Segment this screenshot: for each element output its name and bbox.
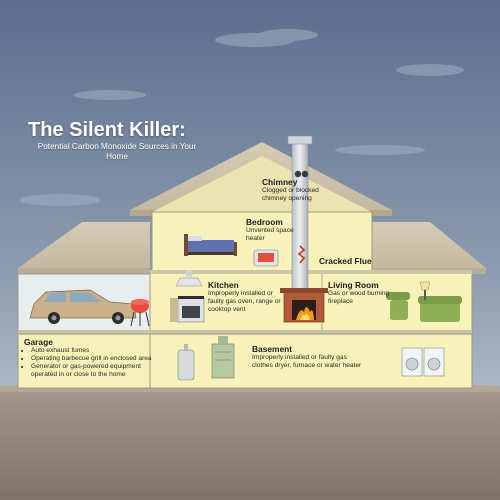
label-body: Improperly installed or faulty gas cloth… <box>252 354 362 369</box>
label-body: Clogged or blocked chimney opening <box>262 187 319 202</box>
label-heading: Chimney <box>262 177 298 187</box>
list-item: Operating barbecue grill in enclosed are… <box>31 355 152 363</box>
label-living-room: Living Room Gas or wood burning fireplac… <box>328 280 398 306</box>
label-heading: Bedroom <box>246 217 283 227</box>
label-heading: Garage <box>24 337 53 347</box>
label-garage: Garage Auto exhaust fumes Operating barb… <box>24 337 152 379</box>
flue-crack <box>297 245 306 264</box>
lamp <box>419 281 431 300</box>
label-basement: Basement Improperly installed or faulty … <box>252 344 364 370</box>
label-chimney: Chimney Clogged or blocked chimney openi… <box>262 177 342 203</box>
label-body: Unvented space heater <box>246 227 294 242</box>
garage-sources-list: Auto exhaust fumes Operating barbecue gr… <box>24 347 152 379</box>
bed <box>184 234 237 256</box>
sofa <box>386 292 462 322</box>
label-kitchen: Kitchen Improperly installed or faulty g… <box>208 280 286 314</box>
label-heading: Living Room <box>328 280 379 290</box>
label-body: Gas or wood burning fireplace <box>328 290 390 305</box>
list-item: Auto exhaust fumes <box>31 347 152 355</box>
label-cracked-flue: Cracked Flue <box>319 256 379 266</box>
washer-dryer <box>401 347 445 377</box>
label-bedroom: Bedroom Unvented space heater <box>246 217 306 243</box>
clouds <box>20 29 464 206</box>
bbq-grill <box>130 299 150 327</box>
label-body: Improperly installed or faulty gas oven,… <box>208 290 281 313</box>
label-heading: Basement <box>252 344 293 354</box>
fireplace <box>280 288 328 323</box>
ground <box>0 388 500 500</box>
list-item: Generator or gas-powered equipment opera… <box>31 363 152 379</box>
garage-roof <box>18 222 150 268</box>
title-block: The Silent Killer: Potential Carbon Mono… <box>28 118 202 162</box>
main-title: The Silent Killer: <box>28 119 186 141</box>
label-heading: Cracked Flue <box>319 256 372 266</box>
subtitle: Potential Carbon Monoxide Sources in You… <box>37 142 197 161</box>
space-heater <box>253 249 279 267</box>
furnace <box>211 336 235 379</box>
car <box>29 289 137 324</box>
label-heading: Kitchen <box>208 280 239 290</box>
kitchen-stove <box>170 270 205 323</box>
water-heater <box>177 344 195 381</box>
